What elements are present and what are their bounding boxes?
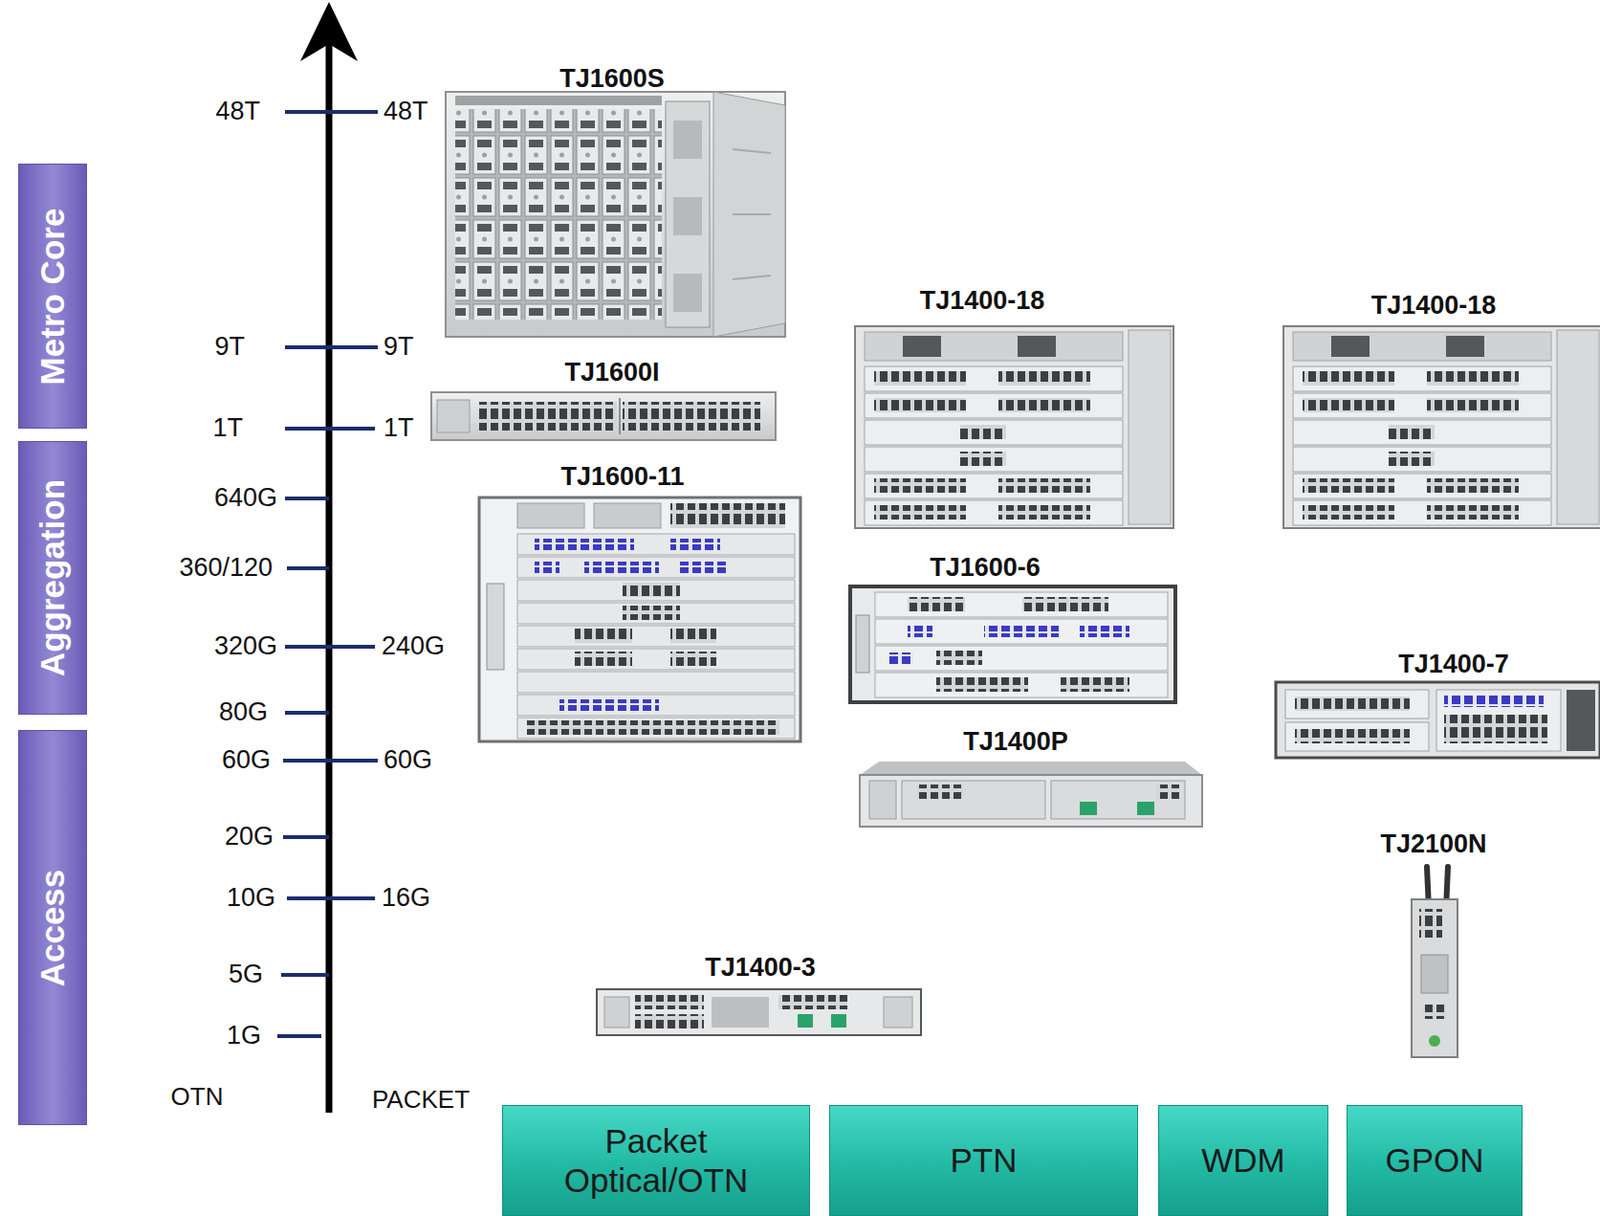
node-text: Aggregation — [33, 479, 72, 677]
chassis-picture — [854, 326, 1174, 528]
chassis-picture — [479, 497, 801, 742]
scale-label: 9T — [383, 331, 415, 362]
scale-ticks — [277, 111, 378, 1036]
product-name: TJ1400-18 — [920, 285, 1046, 316]
product-name: TJ1400-7 — [1398, 649, 1510, 680]
chassis-picture — [445, 91, 786, 337]
scale-label: 1T — [383, 413, 415, 443]
device-picture — [1411, 866, 1458, 1057]
node-text: Metro Core — [33, 207, 72, 385]
chassis-picture — [431, 392, 776, 440]
product-name: TJ1400-3 — [704, 952, 816, 983]
scale-label: 240G — [381, 631, 445, 661]
scale-label: 360/120 — [178, 552, 273, 583]
scale-label: 20G — [224, 821, 274, 852]
scale-label: 48T — [215, 96, 261, 127]
product-name: TJ1600I — [564, 357, 659, 388]
product-name: TJ1600-6 — [929, 552, 1041, 583]
axis-title: PACKET — [372, 1085, 470, 1115]
axis-title: OTN — [171, 1082, 224, 1112]
chassis-picture — [1275, 681, 1600, 758]
chassis-picture — [859, 761, 1203, 827]
scale-label: 640G — [214, 482, 278, 513]
technology-box: PTN — [829, 1104, 1139, 1216]
chassis-picture — [596, 988, 921, 1035]
scale-label: 80G — [219, 697, 268, 727]
scale-label: 5G — [228, 959, 264, 989]
product-name: TJ1600-11 — [560, 461, 684, 492]
product-name: TJ1400P — [963, 726, 1069, 757]
technology-box: Packet Optical/OTN — [502, 1104, 811, 1216]
scale-label: 1G — [226, 1020, 262, 1051]
node-text: PTN — [950, 1139, 1018, 1180]
scale-label: 10G — [226, 882, 276, 913]
chassis-picture — [1283, 326, 1600, 528]
scale-label: 1T — [212, 413, 243, 443]
tier-band: Aggregation — [18, 440, 88, 715]
scale-label: 48T — [383, 96, 429, 127]
scale-axis — [300, 1, 358, 1113]
tier-band: Access — [18, 729, 88, 1125]
scale-label: 60G — [221, 745, 271, 775]
scale-label: 320G — [214, 631, 278, 661]
tier-band: Metro Core — [18, 163, 88, 429]
node-text: GPON — [1384, 1139, 1484, 1180]
scale-label: 9T — [214, 331, 245, 362]
scale-label: 16G — [381, 882, 431, 913]
product-name: TJ1400-18 — [1371, 290, 1497, 321]
node-text: Packet Optical/OTN — [512, 1120, 800, 1201]
node-text: WDM — [1201, 1139, 1285, 1180]
technology-box: WDM — [1158, 1104, 1329, 1216]
technology-box: GPON — [1346, 1104, 1523, 1216]
node-text: Access — [33, 868, 72, 987]
product-name: TJ2100N — [1380, 829, 1487, 859]
product-name: TJ1600S — [559, 64, 665, 94]
chassis-picture — [850, 586, 1176, 702]
scale-label: 60G — [383, 745, 433, 775]
